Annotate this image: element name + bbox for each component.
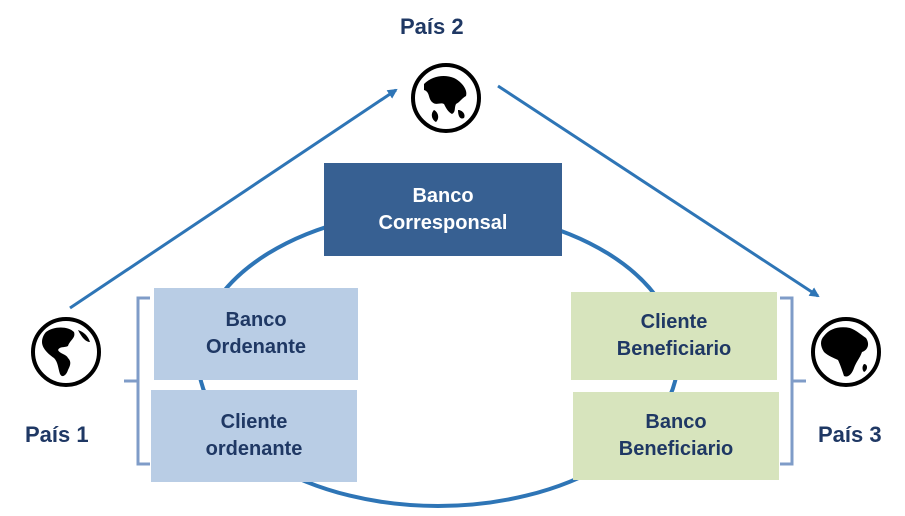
beneficiary-client-line1: Cliente bbox=[640, 311, 708, 333]
beneficiary-client-box: Cliente Beneficiario bbox=[571, 292, 777, 380]
arrow-pais2-to-pais3 bbox=[497, 84, 820, 298]
ordering-bank-line1: Banco bbox=[225, 309, 287, 331]
right-bracket bbox=[780, 296, 806, 466]
correspondent-bank-box: Banco Corresponsal bbox=[324, 163, 562, 256]
ordering-bank-line2: Ordenante bbox=[205, 336, 307, 358]
beneficiary-bank-line2: Beneficiario bbox=[618, 438, 734, 460]
left-bracket bbox=[124, 296, 150, 466]
arrow-pais1-to-pais2 bbox=[69, 88, 398, 310]
country2-label: País 2 bbox=[400, 14, 464, 39]
correspondent-bank-line2: Corresponsal bbox=[378, 211, 508, 234]
beneficiary-bank-line1: Banco bbox=[645, 411, 707, 433]
country1-label: País 1 bbox=[25, 422, 89, 447]
globe-asia-icon bbox=[411, 63, 481, 133]
ordering-client-line1: Cliente bbox=[220, 411, 288, 433]
ordering-bank-box: Banco Ordenante bbox=[154, 288, 358, 380]
beneficiary-client-line2: Beneficiario bbox=[616, 338, 732, 360]
globe-africa-icon bbox=[811, 317, 881, 387]
globe-americas-icon bbox=[31, 317, 101, 387]
beneficiary-bank-box: Banco Beneficiario bbox=[573, 392, 779, 480]
correspondent-bank-line1: Banco bbox=[412, 184, 474, 207]
ordering-client-box: Cliente ordenante bbox=[151, 390, 357, 482]
country3-label: País 3 bbox=[818, 422, 882, 447]
ordering-client-line2: ordenante bbox=[205, 438, 303, 460]
